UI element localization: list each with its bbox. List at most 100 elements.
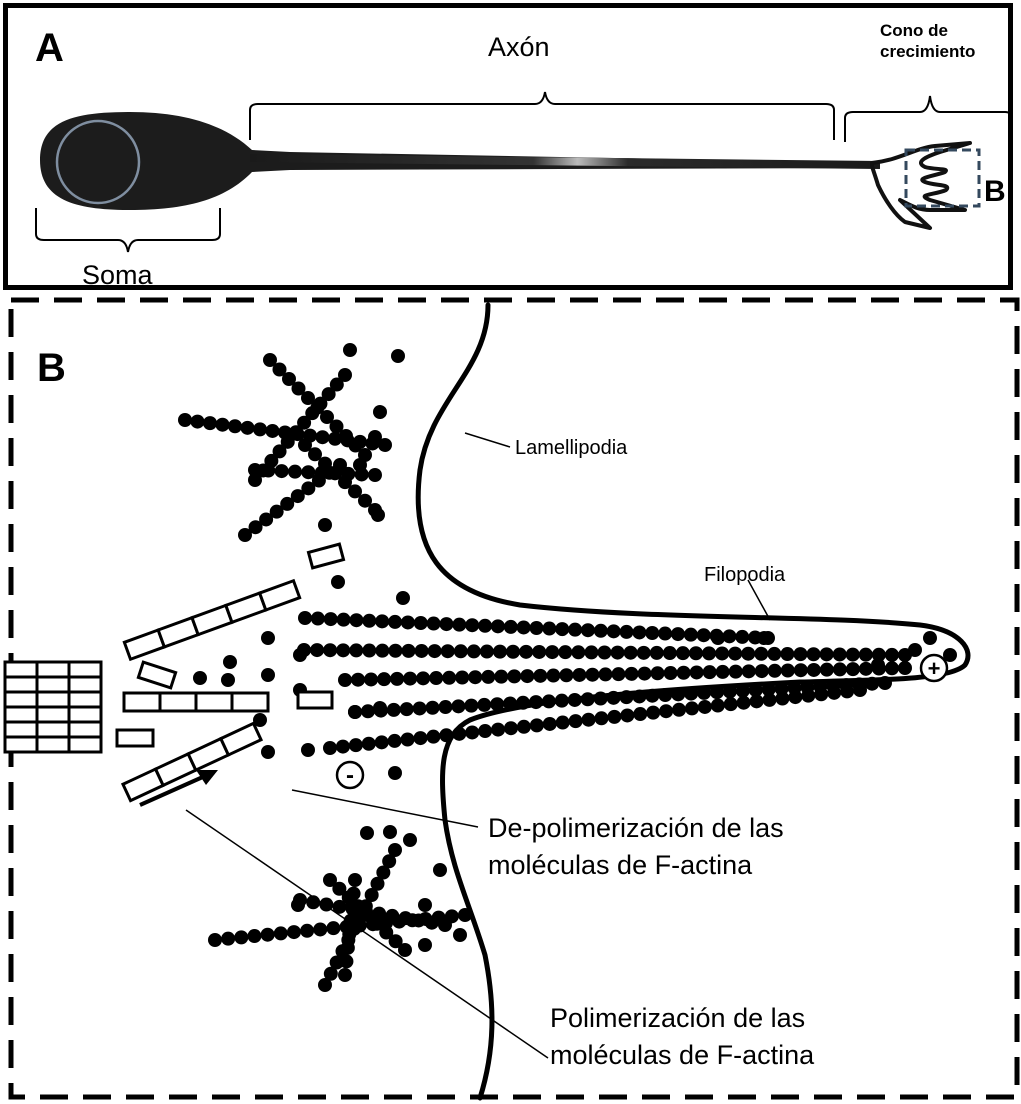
actin-monomer bbox=[458, 908, 472, 922]
actin-monomer bbox=[750, 694, 764, 708]
actin-monomer bbox=[684, 628, 698, 642]
actin-monomer bbox=[545, 645, 559, 659]
actin-bundle-segment bbox=[260, 581, 300, 610]
actin-monomer bbox=[291, 898, 305, 912]
actin-monomer bbox=[859, 648, 873, 662]
actin-monomer bbox=[261, 745, 275, 759]
actin-bundle-segment bbox=[124, 693, 160, 711]
actin-monomer bbox=[801, 689, 815, 703]
actin-bundle-segment bbox=[196, 693, 232, 711]
actin-monomer bbox=[736, 684, 750, 698]
actin-monomer bbox=[362, 614, 376, 628]
actin-monomer bbox=[441, 644, 455, 658]
inset-marker-label: B bbox=[984, 176, 1006, 208]
actin-monomer bbox=[871, 658, 885, 672]
actin-monomer bbox=[419, 912, 433, 926]
actin-monomer bbox=[633, 707, 647, 721]
actin-monomer bbox=[556, 716, 570, 730]
actin-bundle-segment bbox=[5, 722, 37, 737]
actin-monomer bbox=[923, 631, 937, 645]
actin-monomer bbox=[520, 669, 534, 683]
actin-monomer bbox=[645, 689, 659, 703]
actin-bundles bbox=[5, 544, 344, 800]
actin-monomer bbox=[637, 646, 651, 660]
actin-monomer bbox=[442, 671, 456, 685]
actin-bundle-segment bbox=[37, 707, 69, 722]
actin-monomer bbox=[413, 731, 427, 745]
actin-monomer bbox=[341, 941, 355, 955]
actin-monomer bbox=[768, 664, 782, 678]
actin-monomer bbox=[274, 926, 288, 940]
actin-monomer bbox=[221, 932, 235, 946]
actin-monomer bbox=[542, 694, 556, 708]
actin-monomer bbox=[568, 623, 582, 637]
actin-monomer bbox=[368, 430, 382, 444]
filopodia-label: Filopodia bbox=[704, 563, 785, 587]
actin-monomer bbox=[178, 413, 192, 427]
actin-monomer bbox=[645, 626, 659, 640]
actin-bundle-segment bbox=[5, 662, 37, 677]
actin-monomer bbox=[581, 623, 595, 637]
actin-monomer bbox=[530, 718, 544, 732]
actin-monomer bbox=[193, 671, 207, 685]
actin-monomer bbox=[428, 644, 442, 658]
actin-monomer bbox=[530, 621, 544, 635]
actin-monomer bbox=[775, 691, 789, 705]
actin-monomer bbox=[347, 887, 361, 901]
actin-monomer bbox=[338, 673, 352, 687]
actin-monomer bbox=[517, 620, 531, 634]
actin-monomer bbox=[465, 618, 479, 632]
actin-monomer bbox=[319, 898, 333, 912]
actin-monomer bbox=[672, 703, 686, 717]
actin-monomer bbox=[698, 700, 712, 714]
actin-monomer bbox=[846, 648, 860, 662]
plus-end-symbol: + bbox=[928, 656, 941, 681]
inset-box bbox=[906, 150, 979, 206]
actin-monomer bbox=[261, 928, 275, 942]
actin-monomer bbox=[467, 644, 481, 658]
actin-monomer bbox=[594, 624, 608, 638]
actin-monomer bbox=[432, 911, 446, 925]
minus-end-symbol: - bbox=[346, 762, 354, 789]
actin-monomer bbox=[478, 619, 492, 633]
actin-monomer bbox=[767, 647, 781, 661]
actin-monomer bbox=[504, 620, 518, 634]
actin-monomer bbox=[221, 673, 235, 687]
actin-monomer bbox=[555, 694, 569, 708]
actin-monomer bbox=[507, 669, 521, 683]
actin-monomer bbox=[323, 643, 337, 657]
actin-monomer bbox=[607, 710, 621, 724]
actin-monomer bbox=[853, 683, 867, 697]
lamellipodia-label: Lamellipodia bbox=[515, 436, 627, 460]
actin-monomer bbox=[582, 713, 596, 727]
actin-monomer bbox=[611, 667, 625, 681]
panel-b-letter: B bbox=[37, 348, 66, 388]
actin-monomer bbox=[405, 913, 419, 927]
actin-monomer bbox=[439, 617, 453, 631]
actin-bundle-segment bbox=[298, 692, 332, 708]
actin-monomer bbox=[400, 702, 414, 716]
actin-monomer bbox=[366, 917, 380, 931]
actin-monomer bbox=[375, 644, 389, 658]
actin-monomer bbox=[793, 647, 807, 661]
actin-monomer bbox=[516, 696, 530, 710]
depolymerization-label: De-polimerización de las moléculas de F-… bbox=[488, 810, 848, 884]
actin-monomer bbox=[503, 697, 517, 711]
actin-monomer bbox=[741, 647, 755, 661]
actin-monomer bbox=[238, 528, 252, 542]
actin-monomer bbox=[542, 622, 556, 636]
actin-monomer bbox=[287, 925, 301, 939]
actin-monomer bbox=[676, 646, 690, 660]
actin-monomer bbox=[585, 668, 599, 682]
actin-monomer bbox=[344, 914, 358, 928]
actin-monomer bbox=[373, 405, 387, 419]
actin-monomer bbox=[685, 701, 699, 715]
actin-monomer bbox=[697, 628, 711, 642]
actin-monomer bbox=[388, 644, 402, 658]
actin-monomer bbox=[313, 922, 327, 936]
actin-monomer bbox=[403, 672, 417, 686]
actin-monomer bbox=[342, 927, 356, 941]
actin-monomer bbox=[203, 416, 217, 430]
actin-monomer bbox=[228, 419, 242, 433]
actin-monomer bbox=[555, 622, 569, 636]
